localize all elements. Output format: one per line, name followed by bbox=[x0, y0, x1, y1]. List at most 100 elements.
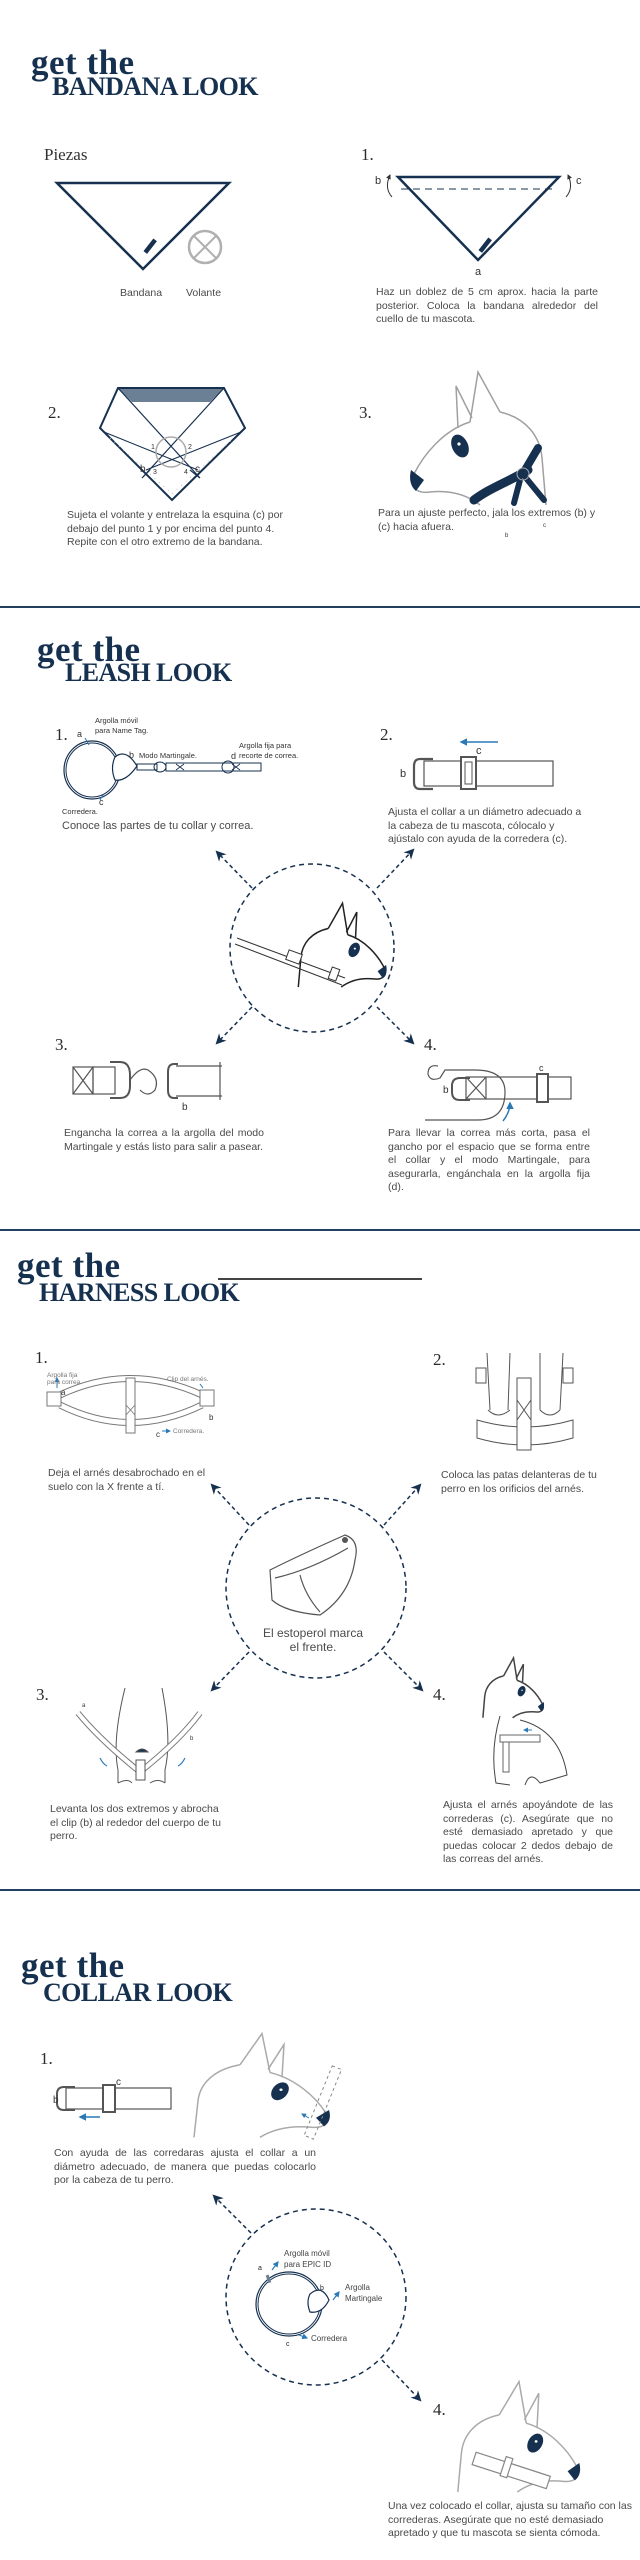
label-1: 1 bbox=[151, 444, 155, 451]
step-number: 4. bbox=[424, 1035, 437, 1054]
step-number: 2. bbox=[433, 1350, 446, 1369]
leash-direction-arrows bbox=[215, 848, 415, 1045]
part-label-a: Argolla móvil bbox=[95, 716, 138, 725]
label-b: b bbox=[53, 2095, 59, 2106]
part-label-a: Argolla fija bbox=[47, 1372, 78, 1379]
part-letter-c: c bbox=[99, 797, 104, 807]
part-letter-a: a bbox=[61, 1388, 66, 1397]
label-b: b bbox=[443, 1085, 449, 1096]
volante-ring-icon bbox=[187, 229, 223, 265]
harness-direction-arrows bbox=[210, 1483, 424, 1692]
section-title-top: get the bbox=[37, 630, 141, 669]
section-title: HARNESS LOOK bbox=[39, 1278, 240, 1307]
leash-step4-illustration: b c bbox=[425, 1063, 572, 1122]
leash-center-dog-illustration bbox=[229, 863, 395, 1033]
step-description: Levanta los dos extremos y abrocha el cl… bbox=[50, 1803, 222, 1842]
collar-direction-arrows bbox=[212, 2194, 422, 2402]
part-label-a: para correa. bbox=[47, 1379, 82, 1386]
part-letter-a: a bbox=[77, 729, 82, 739]
step-number: 4. bbox=[433, 2400, 446, 2419]
collar-step1-dog-illustration bbox=[193, 2032, 343, 2140]
step-number: 2. bbox=[380, 725, 393, 744]
label-3: 3 bbox=[153, 469, 157, 476]
collar-center-parts-illustration bbox=[225, 2208, 407, 2386]
step-number: 1. bbox=[40, 2049, 53, 2068]
step-number: 1. bbox=[35, 1348, 48, 1367]
harness-step3-illustration: a b bbox=[75, 1687, 203, 1784]
part-label-c: Corredera. bbox=[173, 1428, 204, 1435]
section-title: COLLAR LOOK bbox=[43, 1978, 233, 2007]
part-label-c: Corredera bbox=[311, 2334, 348, 2343]
step-description: Deja el arnés desabrochado en el suelo c… bbox=[48, 1467, 206, 1493]
section-divider bbox=[0, 1889, 640, 1891]
label-c: c bbox=[476, 745, 482, 757]
part-label-d: Argolla fija para bbox=[239, 741, 292, 750]
step-description: Ajusta el collar a un diámetro adecuado … bbox=[388, 806, 582, 845]
harness-step2-illustration bbox=[475, 1352, 574, 1451]
part-label-a: para EPIC ID bbox=[284, 2260, 331, 2269]
section-title-top: get the bbox=[21, 1946, 125, 1985]
part-letter-a: a bbox=[258, 2265, 262, 2272]
bandana-step2-illustration: 1 2 3 4 b c bbox=[98, 387, 247, 502]
label-c: c bbox=[576, 175, 582, 187]
part-label-b: Clip del arnés. bbox=[167, 1376, 209, 1383]
step-number: 3. bbox=[55, 1035, 68, 1054]
part-letter-d: d bbox=[231, 751, 236, 761]
collar-center-part-labels: Argolla móvil para EPIC ID a Argolla Mar… bbox=[258, 2249, 383, 2348]
piece-label-bandana: Bandana bbox=[120, 287, 163, 299]
label-b: b bbox=[182, 1102, 188, 1113]
step-description: Conoce las partes de tu collar y correa. bbox=[62, 820, 254, 832]
bandana-step3-dog-illustration: b c bbox=[409, 371, 547, 539]
harness-step1-illustration bbox=[46, 1375, 215, 1434]
label-c: c bbox=[539, 1063, 544, 1073]
part-label-c: Corredera. bbox=[62, 807, 98, 816]
section-title: BANDANA LOOK bbox=[52, 72, 258, 101]
label-b: b bbox=[140, 464, 146, 475]
step-number: 3. bbox=[36, 1685, 49, 1704]
label-a: a bbox=[475, 266, 482, 278]
center-note: El estoperol marca el frente. bbox=[262, 1626, 364, 1654]
bandana-piece-illustration bbox=[53, 181, 233, 271]
step-description: Haz un doblez de 5 cm aprox. hacia la pa… bbox=[376, 286, 598, 325]
step-description: Ajusta el arnés apoyándote de las corred… bbox=[443, 1799, 613, 1865]
part-label-b: Modo Martingale. bbox=[139, 751, 197, 760]
label-b: b bbox=[400, 768, 406, 780]
part-letter-b: b bbox=[129, 750, 134, 760]
leash-step1-part-labels: a Argolla móvil para Name Tag. b Modo Ma… bbox=[62, 716, 298, 816]
label-4: 4 bbox=[184, 469, 188, 476]
collar-step1-strap-illustration: c b bbox=[53, 2077, 172, 2121]
part-letter-b: b bbox=[209, 1413, 214, 1422]
section-divider bbox=[0, 1229, 640, 1231]
step-description: Engancha la correa a la argolla del modo… bbox=[64, 1127, 264, 1153]
label-c: c bbox=[195, 464, 200, 475]
step-description: Con ayuda de las corredaras ajusta el co… bbox=[54, 2147, 316, 2186]
label-c: c bbox=[543, 523, 546, 529]
section-divider bbox=[0, 606, 640, 608]
pieces-heading: Piezas bbox=[44, 145, 88, 164]
harness-step1-part-labels: Argolla fija para correa. a Clip del arn… bbox=[47, 1372, 214, 1439]
leash-step2-collar-illustration: c b bbox=[400, 738, 554, 791]
part-letter-c: c bbox=[286, 2341, 290, 2348]
part-label-b: Argolla bbox=[345, 2283, 370, 2292]
leash-step1-parts-illustration bbox=[63, 737, 262, 801]
leash-step3-illustration: b bbox=[72, 1061, 222, 1113]
harness-step4-dog-illustration bbox=[482, 1657, 568, 1786]
step-number: 4. bbox=[433, 1685, 446, 1704]
part-label-b: Martingale bbox=[345, 2294, 383, 2303]
label-2: 2 bbox=[188, 444, 192, 451]
collar-step4-dog-illustration bbox=[457, 2380, 581, 2493]
section-title-top: get the bbox=[31, 43, 135, 82]
step-description: Una vez colocado el collar, ajusta su ta… bbox=[388, 2500, 632, 2539]
part-letter-c: c bbox=[156, 1430, 160, 1439]
part-letter-b: b bbox=[320, 2285, 324, 2292]
step-number: 1. bbox=[361, 145, 374, 164]
label-b: b bbox=[505, 533, 509, 539]
bandana-step1-illustration: b c a bbox=[375, 174, 582, 278]
piece-label-volante: Volante bbox=[186, 287, 222, 299]
step-number: 1. bbox=[55, 725, 68, 744]
harness-center-illustration bbox=[225, 1497, 407, 1679]
step-description: Para llevar la correa más corta, pasa el… bbox=[388, 1127, 590, 1193]
step-number: 3. bbox=[359, 403, 372, 422]
step-number: 2. bbox=[48, 403, 61, 422]
